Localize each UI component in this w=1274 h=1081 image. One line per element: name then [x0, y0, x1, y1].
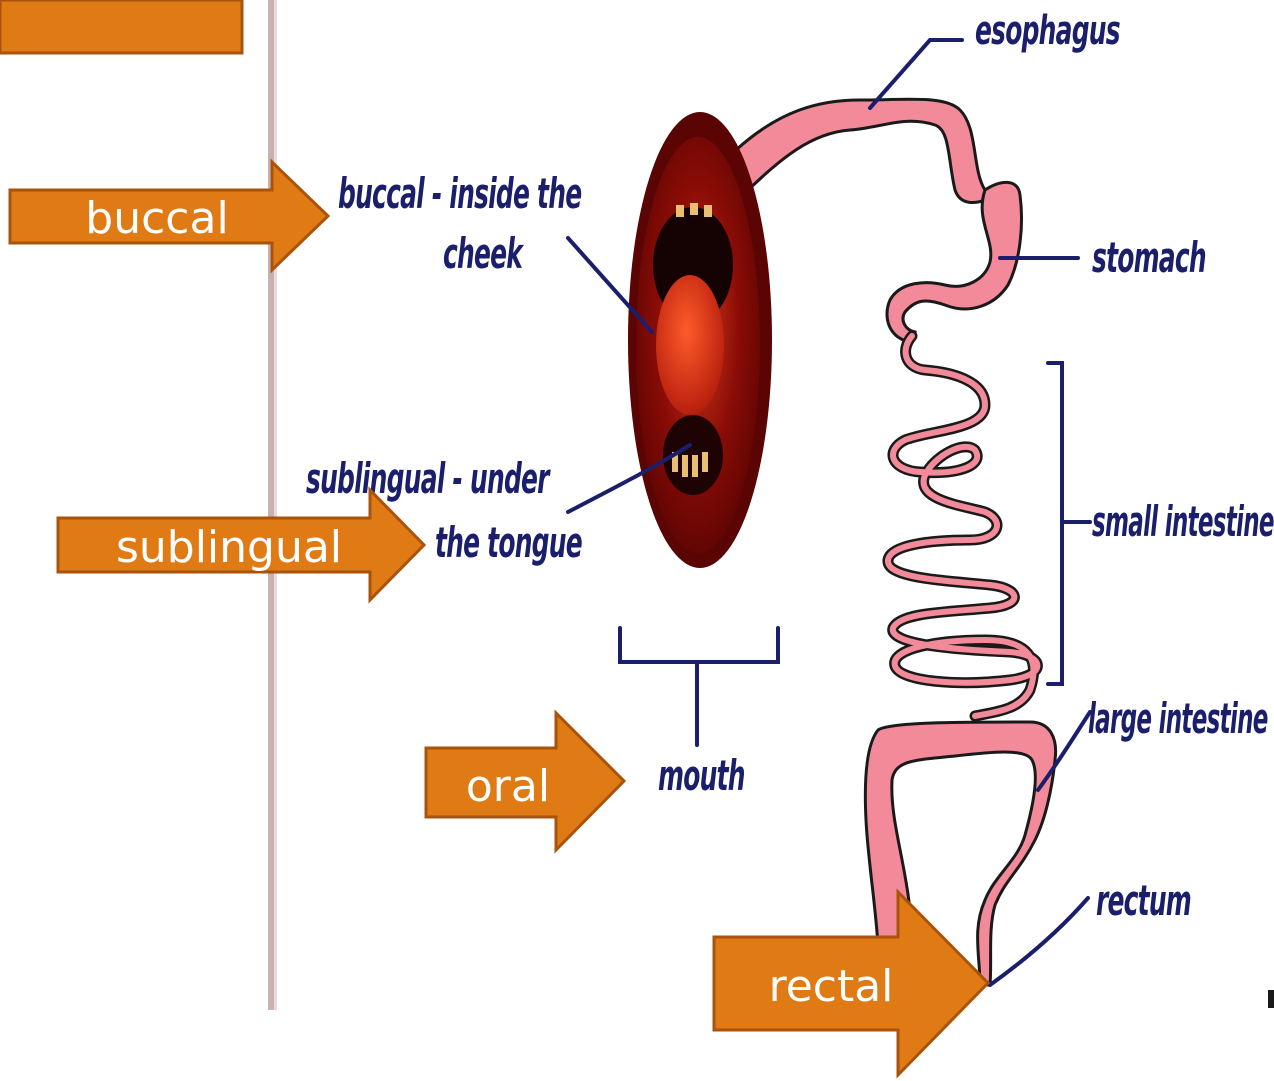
esophagus-label: esophagus: [975, 7, 1120, 54]
sublingual-arrow: sublingual: [58, 490, 424, 600]
small-intestine-fill: [888, 336, 1037, 716]
buccal-arrow: buccal: [10, 162, 328, 270]
mouth-illustration: [628, 112, 772, 568]
sublingual-arrow-label: sublingual: [116, 522, 342, 573]
esophagus-tube: [736, 99, 990, 202]
oral-arrow: oral: [426, 713, 624, 850]
mouth-bracket: [620, 628, 778, 662]
small-intestine-label: small intestine: [1092, 498, 1274, 546]
edge-mark: [1268, 990, 1274, 1008]
stomach-label: stomach: [1092, 234, 1206, 283]
esophagus-leader: [870, 40, 962, 108]
slide-divider-shade: [274, 0, 277, 1010]
sublingual-label-line2: the tongue: [435, 519, 582, 568]
sublingual-label-line1: sublingual - under: [306, 455, 551, 504]
rectum-leader: [990, 898, 1088, 985]
top-orange-box: [0, 0, 242, 53]
stomach-shape: [887, 182, 1022, 342]
small-intestine-bracket: [1048, 363, 1062, 684]
buccal-label-line1: buccal - inside the: [338, 170, 581, 219]
slide-divider: [268, 0, 274, 1010]
buccal-label-line2: cheek: [443, 230, 524, 279]
rectal-arrow: rectal: [714, 892, 988, 1075]
small-intestine-coils: [888, 336, 1037, 716]
large-intestine-label: large intestine: [1088, 695, 1268, 743]
mouth-label: mouth: [658, 752, 745, 801]
buccal-arrow-label: buccal: [85, 193, 228, 244]
oral-arrow-label: oral: [466, 761, 550, 812]
rectal-arrow-label: rectal: [769, 961, 894, 1012]
rectum-label: rectum: [1096, 877, 1191, 926]
